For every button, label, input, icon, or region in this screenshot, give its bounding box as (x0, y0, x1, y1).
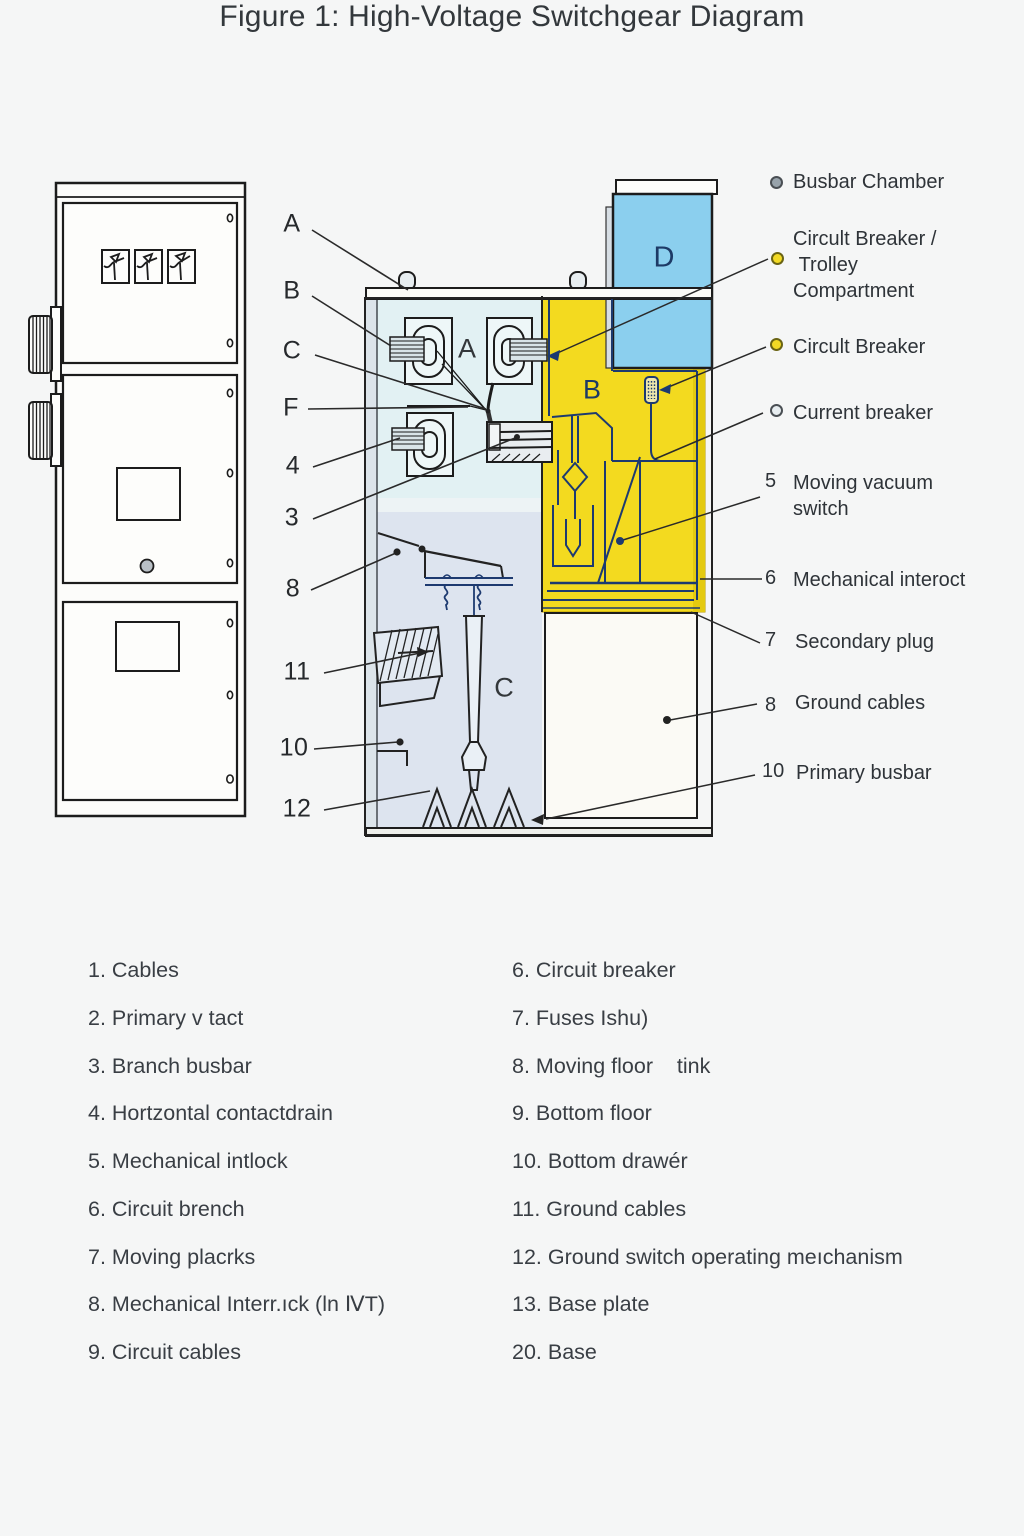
callout-10: 10 (279, 733, 309, 762)
compartment-label-b: B (582, 374, 602, 405)
list-item: 8. Mechanical Interr.ıck (ln ⅣT) (88, 1292, 386, 1316)
legend-current-breaker: Current breaker (793, 402, 934, 424)
legend-moving-vacuum-switch: Moving vacuum switch (793, 472, 934, 520)
leader-lines-left (307, 229, 520, 811)
list-item: 3. Branch busbar (88, 1054, 252, 1078)
meter-icons (101, 249, 196, 284)
callout-8: 8 (285, 574, 301, 603)
white-dot-icon (770, 404, 783, 417)
list-item: 7. Fuses Ishu) (512, 1006, 649, 1030)
bottom-right-panel (544, 612, 698, 819)
list-item: 2. Primary v tact (88, 1006, 244, 1030)
callout-12: 12 (282, 794, 312, 823)
legend-ground-cables: Ground cables (795, 692, 926, 714)
side-cable-connector (28, 306, 62, 467)
list-item: 5. Mechanical intlock (88, 1149, 288, 1173)
legend-num-10: 10 (762, 760, 785, 782)
callout-b: B (283, 276, 301, 305)
legend-trolley-compartment: Circult Breaker / Trolley Compartment (793, 228, 937, 302)
legend-mechanical-interlock: Mechanical interoct (793, 569, 966, 591)
callout-4: 4 (285, 451, 301, 480)
support-insulator (460, 615, 488, 791)
gray-dot-icon (770, 176, 783, 189)
compartment-label-d: D (653, 241, 675, 274)
compartment-label-c: C (494, 672, 514, 703)
figure-title: Figure 1: High-Voltage Switchgear Diagra… (219, 0, 805, 33)
breaker-internals (543, 298, 700, 609)
legend-num-8: 8 (765, 694, 777, 716)
switchgear-diagram-canvas (28, 179, 769, 837)
breaker-drawer (486, 421, 553, 463)
screws (226, 213, 235, 784)
list-item: 12. Ground switch operating meıchanism (512, 1245, 903, 1269)
list-item: 20. Base (512, 1340, 597, 1364)
callout-f: F (283, 393, 299, 422)
door-knob (139, 558, 155, 574)
contact-block (389, 336, 548, 451)
list-item: 6. Circuit breaker (512, 958, 676, 982)
leader-lines-right (531, 258, 769, 825)
legend-primary-busbar: Primary busbar (796, 762, 932, 784)
secondary-plug-symbol (644, 376, 659, 404)
cabinet-front-view (28, 181, 247, 818)
callout-a: A (283, 209, 301, 238)
legend-num-5: 5 (765, 470, 777, 492)
callout-11: 11 (283, 657, 311, 686)
callout-3: 3 (284, 503, 300, 532)
cable-cones (422, 786, 525, 828)
list-item: 11. Ground cables (512, 1197, 687, 1221)
legend-num-6: 6 (765, 567, 777, 589)
list-item: 7. Moving placrks (88, 1245, 256, 1269)
cross-section-view (364, 179, 718, 837)
yellow-dot-icon (771, 252, 784, 265)
list-item: 8. Moving floor tink (512, 1054, 711, 1078)
yellow-dot-icon (770, 338, 783, 351)
list-item: 9. Bottom floor (512, 1101, 652, 1125)
list-item: 10. Bottom drawér (512, 1149, 688, 1173)
list-item: 1. Cables (88, 958, 179, 982)
legend-secondary-plug: Secondary plug (795, 631, 934, 653)
legend-num-7: 7 (765, 629, 777, 651)
legend-busbar-chamber: Busbar Chamber (793, 171, 945, 193)
busbar-bushings (389, 317, 548, 477)
list-item: 6. Circuit brench (88, 1197, 245, 1221)
list-item: 13. Base plate (512, 1292, 650, 1316)
callout-c: C (282, 336, 302, 365)
compartment-label-a: A (457, 333, 477, 364)
legend-circuit-breaker: Circult Breaker (793, 336, 926, 358)
list-item: 4. Hortzontal contactdrain (88, 1101, 333, 1125)
list-item: 9. Circuit cables (88, 1340, 241, 1364)
